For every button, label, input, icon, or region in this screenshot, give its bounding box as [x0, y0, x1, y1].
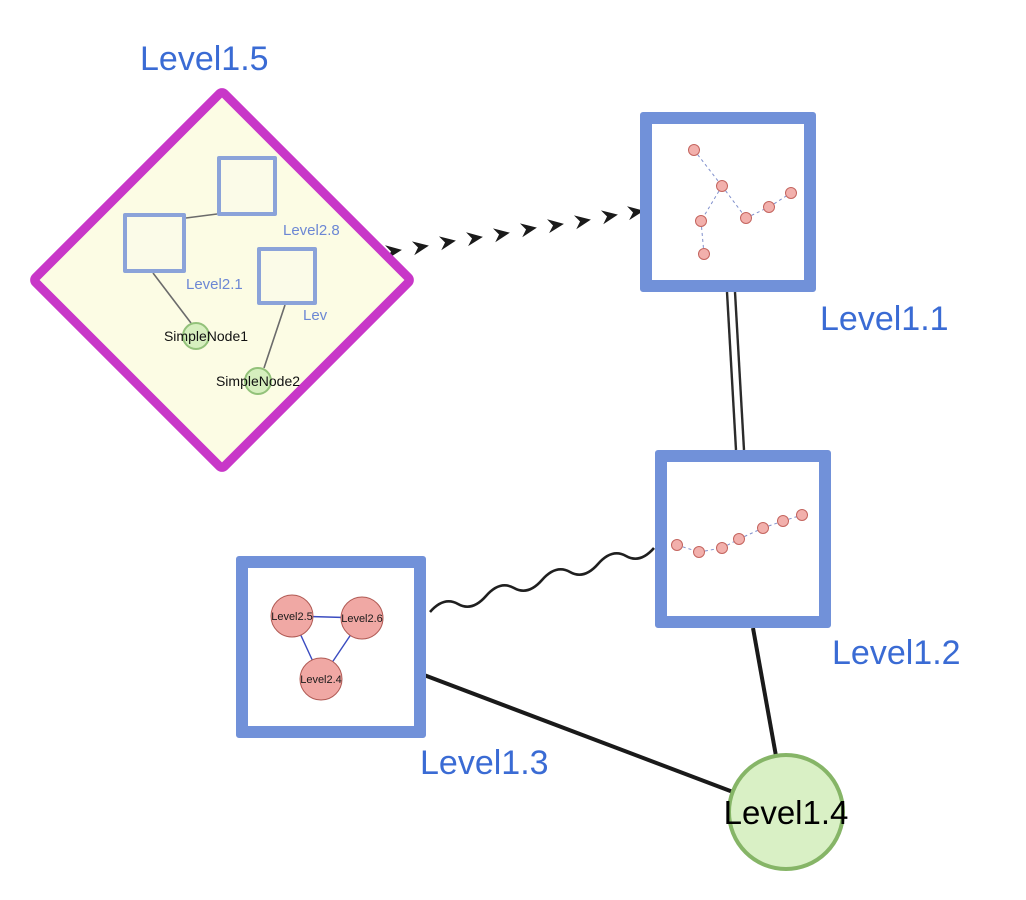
label-simplenode2: SimpleNode2	[215, 373, 301, 389]
mini-node[interactable]	[785, 187, 797, 199]
label-simplenode1: SimpleNode1	[163, 328, 249, 344]
node-level2-8[interactable]	[217, 156, 277, 216]
node-simplenode2[interactable]	[244, 367, 272, 395]
edge-level1-5-to-level1-1[interactable]	[385, 206, 644, 260]
mini-node[interactable]	[698, 248, 710, 260]
label-level1-3: Level1.3	[420, 744, 549, 782]
label-level2-5: Level2.5	[271, 611, 313, 623]
label-level1-2: Level1.2	[832, 634, 961, 672]
level1-2-inner-graph	[671, 509, 808, 558]
label-level2-8: Level2.8	[283, 222, 340, 239]
mini-node[interactable]	[671, 539, 683, 551]
label-level2-6: Level2.6	[341, 613, 383, 625]
label-level1-1: Level1.1	[820, 300, 949, 338]
level1-3-inner-graph: Level2.5 Level2.6 Level2.4	[270, 594, 384, 701]
edge-level1-3-to-level1-4[interactable]	[423, 673, 734, 794]
node-level2-6[interactable]	[340, 596, 384, 640]
mini-node[interactable]	[693, 546, 705, 558]
label-level2-1: Level2.1	[186, 276, 243, 293]
label-level1-4: Level1.4	[723, 794, 849, 831]
group-node-level1-1[interactable]	[640, 112, 816, 292]
mini-node[interactable]	[757, 522, 769, 534]
edge-level1-3-to-level1-2[interactable]	[429, 547, 655, 613]
mini-node[interactable]	[740, 212, 752, 224]
mini-node[interactable]	[777, 515, 789, 527]
group-node-level1-3[interactable]: Level2.5 Level2.6 Level2.4	[236, 556, 426, 738]
node-level2-5[interactable]	[270, 594, 314, 638]
mini-node[interactable]	[733, 533, 745, 545]
edge-level1-1-to-level1-2[interactable]	[725, 291, 746, 451]
mini-node[interactable]	[716, 542, 728, 554]
mini-node[interactable]	[688, 144, 700, 156]
mini-node[interactable]	[716, 180, 728, 192]
edge-level1-2-to-level1-4[interactable]	[751, 627, 778, 757]
mini-node[interactable]	[796, 509, 808, 521]
label-level2-4: Level2.4	[300, 674, 342, 686]
level1-1-inner-graph	[688, 144, 797, 260]
node-simplenode1[interactable]	[182, 322, 210, 350]
node-level1-4[interactable]	[727, 753, 845, 871]
mini-node[interactable]	[763, 201, 775, 213]
group-node-level1-2[interactable]	[655, 450, 831, 628]
label-lev: Lev	[303, 307, 328, 324]
node-lev[interactable]	[257, 247, 317, 305]
node-level2-1[interactable]	[123, 213, 186, 273]
node-level2-4[interactable]	[299, 657, 343, 701]
mini-node[interactable]	[695, 215, 707, 227]
label-level1-5: Level1.5	[140, 40, 269, 78]
